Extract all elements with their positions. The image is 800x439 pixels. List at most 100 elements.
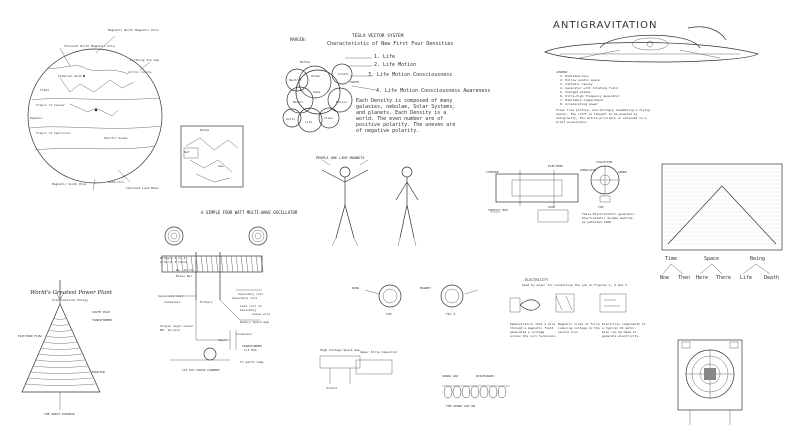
tesla-circle-label-sola: SOLA bbox=[313, 90, 321, 94]
hair-label-there: There bbox=[716, 275, 732, 281]
tesla-circle-label-neutral: Neutral bbox=[289, 78, 302, 82]
anti-caption-3: antigravity, the active principle is ach… bbox=[556, 116, 647, 120]
osc-label-secondary-coil: Secondary coil bbox=[158, 294, 184, 298]
tesla-subtitle: Characteristic of New First Four Densiti… bbox=[327, 41, 454, 47]
antigravitation-title: ANTIGRAVITATION bbox=[553, 20, 658, 31]
anti-legend-5: 5. Charged plates bbox=[560, 90, 591, 94]
power-plant-title: World's Greatest Power Plant bbox=[30, 290, 113, 296]
osc-label-no16: NO. 16 wire bbox=[160, 328, 180, 332]
anti-legend-4: 4. Generator with rotating field bbox=[560, 86, 618, 90]
osc-label-tin: No. 12 Tin bbox=[176, 268, 195, 272]
tesla-circle-label-motion: Motion bbox=[336, 100, 347, 104]
people-title: PEOPLE ARE LIKE MAGNETS bbox=[316, 156, 365, 160]
bottom-label-spark-gap: High Voltage Spark Gap bbox=[320, 348, 360, 352]
anti-caption-4: brief accelerator. bbox=[556, 120, 589, 124]
wave-label-spark-gap-on: THE SPARK GAP ON bbox=[446, 404, 475, 408]
tesla-body-line-6: of negative polarity. bbox=[356, 128, 420, 134]
elec-col3-line4: generate electricity. bbox=[602, 334, 640, 338]
anti-caption-1: Flown true profile, and strongly resembl… bbox=[556, 108, 650, 112]
tesla-body-line-4: world. The even number are of bbox=[356, 116, 444, 122]
osc-label-kva: 1/4 KVA bbox=[244, 348, 257, 352]
coil-caption-3: as patented 1906 bbox=[582, 220, 611, 224]
elec-col2-line1: Magnetic lines of force bbox=[558, 322, 600, 326]
anti-caption-2: saucer, the craft is thought to be power… bbox=[556, 112, 638, 116]
tesla-circle-label-lines: Lines bbox=[324, 116, 334, 120]
osc-label-condenser: Condenser bbox=[164, 300, 181, 304]
coil-label-side: SIDE bbox=[548, 205, 556, 209]
map-label-north-pole: Magnetic North Magnetic Pole bbox=[108, 28, 159, 32]
hair-label-here: Here bbox=[696, 275, 709, 281]
map-label-pacific: Pacific Ocean bbox=[104, 136, 128, 140]
coil-label-top: TOP bbox=[598, 205, 604, 209]
tesla-body-line-1: Each Density is composed of many bbox=[356, 98, 453, 104]
bottom-label-ground: Ground bbox=[326, 386, 337, 390]
osc-label-secondary-coil-3: Secondary coil bbox=[232, 296, 258, 300]
electricity-title: ELECTRICITY bbox=[525, 278, 549, 282]
osc-label-loose-wire: Loose wire bbox=[252, 312, 271, 316]
tesla-item-4: 4. Life Motion Consciousness Awareness bbox=[376, 88, 491, 94]
elec-col3-line3: Also can be made to bbox=[602, 330, 637, 334]
map-label-tropic-cancer: Tropic of Cancer bbox=[36, 103, 65, 107]
elec-col2-line3: second coil. bbox=[558, 330, 580, 334]
anti-legend-8: 8. Accelerating power bbox=[560, 102, 598, 106]
tesla-circle-label-atoms: Atoms bbox=[311, 74, 321, 78]
tesla-circle-label-consti: Consti bbox=[338, 72, 349, 76]
coil-caption-1: Tesla Electrostatic generator bbox=[582, 212, 635, 216]
map-label-siberian: Siberian Zone bbox=[58, 74, 82, 78]
osc-label-spark: Spark bbox=[218, 338, 228, 342]
plant-label-electron-flow: ELECTRON FLOW bbox=[18, 334, 42, 338]
elec-col3-line2: a typical DC motor. bbox=[602, 326, 637, 330]
anti-legend-7: 7. Habitable compartment bbox=[560, 98, 604, 102]
hair-label-life: Life bbox=[740, 275, 753, 281]
coil-label-electron: ELECTRON bbox=[548, 164, 563, 168]
hair-label-space: Space bbox=[704, 256, 720, 262]
tesla-circle-label-life: Life bbox=[305, 120, 313, 124]
map-label-thinnest-north: Thinnest North Magnetic Pole bbox=[64, 44, 115, 48]
osc-label-earth-lamp: To earth lamp bbox=[240, 360, 264, 364]
osc-label-turns: 2 turns 3 turns bbox=[160, 260, 188, 264]
map-label-thinnest-land: Thinnest Land Mass bbox=[126, 186, 159, 190]
ring-label-ring: RING bbox=[352, 286, 360, 290]
osc-label-primary: Primary 2 to 2 bbox=[160, 256, 186, 260]
plant-label-transformer: TRANSFORMER bbox=[92, 318, 112, 322]
plant-label-great-pyramid: THE GREAT PYRAMID bbox=[44, 412, 75, 416]
tesla-item-3: 3. Life Motion Consciousness bbox=[368, 72, 453, 78]
coil-label-insulator: INSULATOR bbox=[580, 168, 597, 172]
tesla-circle-label-neutri: Neutri bbox=[293, 100, 304, 104]
tesla-body-line-5: positive polarity. The uneven are bbox=[356, 122, 456, 128]
ring-label-magnet: MAGNET bbox=[420, 286, 431, 290]
elec-col1-line1: Demonstration that a wire bbox=[510, 322, 556, 326]
coil-label-contact-box: CONTACT BOX bbox=[488, 208, 508, 212]
map-label-tibet: Tibet bbox=[40, 88, 50, 92]
osc-label-house-current: 115 VAC HOUSE CURRENT bbox=[182, 368, 220, 372]
small-map-label-route: Route bbox=[200, 128, 210, 132]
tesla-body-line-2: galaxies, nebulae, Solar Systems, bbox=[356, 104, 456, 110]
osc-label-secondary-coil-2: Secondary coil bbox=[238, 292, 264, 296]
osc-label-secondary-2: Secondary bbox=[240, 308, 257, 312]
wave-label-spark-gap: SPARK GAP bbox=[442, 374, 459, 378]
plant-label-gravitational: Gravitational Energy bbox=[52, 298, 89, 302]
map-label-ice-cap: Earthing Ice Cap bbox=[130, 58, 159, 62]
tesla-item-2: 2. Life Motion bbox=[374, 62, 417, 68]
tesla-body-line-3: and planets. Each Density is a bbox=[356, 110, 447, 116]
anti-legend-6: 6. Ultra-high frequency generator bbox=[560, 94, 620, 98]
elec-col1-line2: through a magnetic field bbox=[510, 326, 554, 330]
osc-label-primary-2: Primary bbox=[200, 300, 213, 304]
coil-label-cathode: CATHODE bbox=[486, 170, 499, 174]
map-label-antarctic: Antarctic bbox=[108, 180, 125, 184]
elec-col1-line4: across the coil terminals. bbox=[510, 334, 557, 338]
hair-label-death: Death bbox=[764, 275, 780, 281]
plant-label-equator: EQUATOR bbox=[92, 370, 105, 374]
tesla-item-1: 1. Life bbox=[374, 54, 396, 60]
osc-label-transformer: TRANSFORMER bbox=[242, 344, 262, 348]
